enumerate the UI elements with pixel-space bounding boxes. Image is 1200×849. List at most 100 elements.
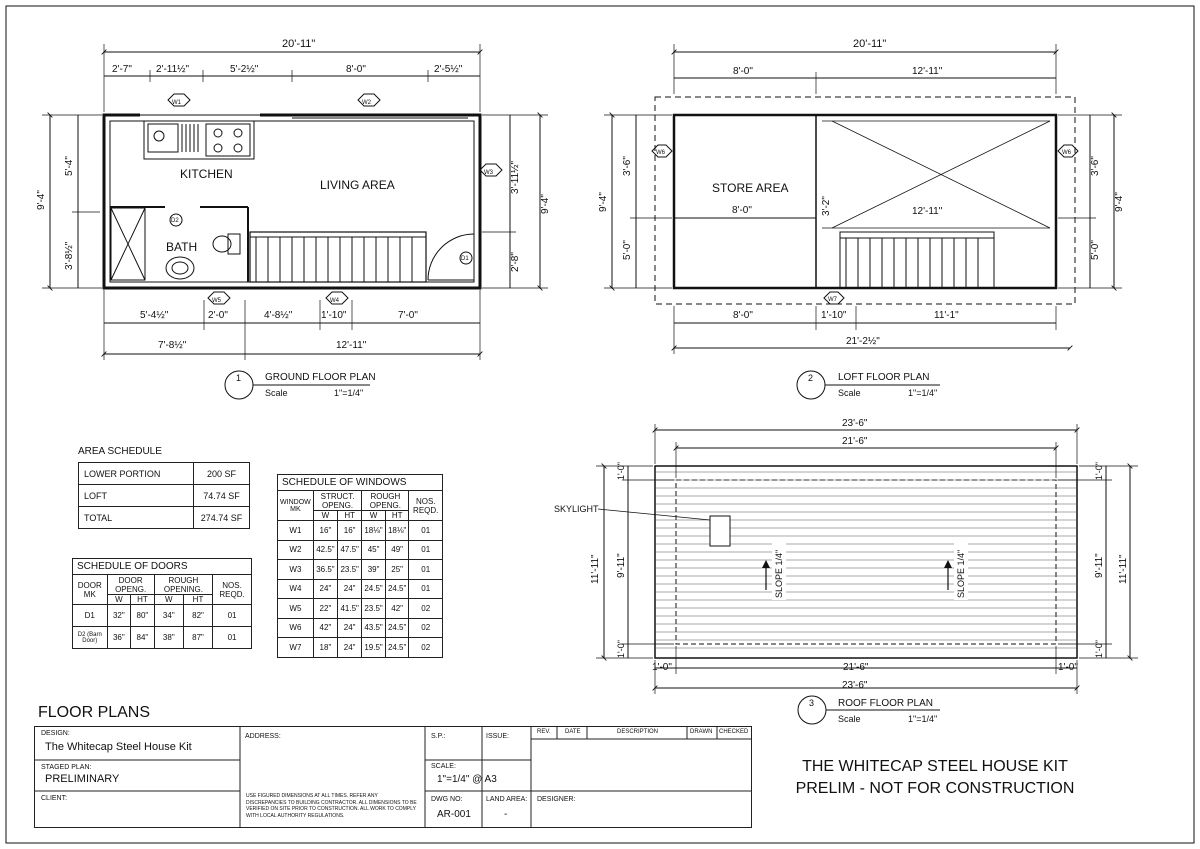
window-cell-ht: 24" (337, 617, 363, 638)
window-cell-rw: 43.5" (361, 617, 386, 638)
door-header-door: DOOR OPENG. (106, 574, 155, 595)
dim-ground-bot-6: 7'-8½" (158, 340, 187, 351)
rev-header: REV. (537, 729, 551, 735)
kitchen-counter (143, 120, 255, 160)
dim-roof-bot-4: 23'-6" (842, 680, 868, 691)
staged-label: STAGED PLAN: (41, 764, 92, 771)
window-cell-w: 18" (312, 637, 339, 658)
window-cell-ht: 41.5" (337, 598, 363, 619)
dim-loft-top-2: 12'-11" (912, 66, 943, 77)
dim-ground-top-4: 8'-0" (346, 64, 366, 75)
project-banner: THE WHITECAP STEEL HOUSE KIT PRELIM - NO… (780, 756, 1090, 800)
skylight (709, 515, 731, 547)
window-cell-mk: W1 (277, 520, 314, 541)
view-number-2: 2 (808, 373, 813, 383)
dim-roof-left-3: 1'-0" (616, 462, 626, 480)
dim-roof-left-4: 1'-0" (616, 640, 626, 658)
area-value: 200 SF (193, 462, 250, 485)
window-cell-nos: 02 (408, 617, 443, 638)
design-value: The Whitecap Steel House Kit (45, 741, 192, 753)
dim-ground-overall: 20'-11" (282, 38, 315, 50)
window-cell-w: 16" (312, 520, 339, 541)
area-label: LOWER PORTION (78, 462, 194, 485)
dim-roof-left-1: 11'-11" (590, 554, 601, 584)
roof-wall-line (675, 479, 1057, 645)
col-w: W (153, 594, 184, 605)
door-header-mark: DOOR MK (72, 574, 108, 605)
skylight-label: SKYLIGHT (554, 504, 599, 514)
ground-floor-plan: W1 W2 W3 W5 W4 D2 D1 KITCHEN LIVING AREA… (36, 38, 551, 400)
dim-ground-right-2: 2'-8" (510, 252, 521, 272)
tag-d2: D2 (171, 218, 179, 224)
dim-ground-top-3: 5'-2½" (230, 64, 259, 75)
window-cell-rw: 45" (361, 539, 386, 560)
table-row: D2 (Barn Door)36"84" 38"87"01 (72, 626, 252, 649)
basin-icon (165, 256, 195, 280)
col-w: W (361, 510, 386, 521)
dim-loft-inner-3: 3'-2" (821, 196, 832, 216)
dwg-value: AR-001 (437, 809, 471, 820)
dim-roof-right-3: 1'-0" (1094, 462, 1104, 480)
window-header-struct: STRUCT. OPENG. (312, 490, 363, 511)
door-ht: 80" (130, 604, 155, 627)
dim-loft-bot-1: 8'-0" (733, 310, 753, 321)
drawn-header: DRAWN (690, 729, 713, 735)
roof-sheeting-lines (656, 471, 1076, 649)
dim-ground-bot-1: 5'-4½" (140, 310, 169, 321)
land-area-label: LAND AREA: (486, 796, 528, 803)
date-header: DATE (565, 729, 581, 735)
dim-roof-bot-1: 1'-0" (652, 662, 672, 673)
window-cell-rw: 23.5" (361, 598, 386, 619)
issue-label: ISSUE: (486, 733, 509, 740)
window-cell-rht: 18⅛" (384, 520, 410, 541)
window-cell-rht: 42" (384, 598, 410, 619)
area-value: 74.74 SF (193, 484, 250, 507)
tag-w3: W3 (484, 170, 494, 176)
sheet-border (5, 5, 1195, 844)
window-cell-ht: 23.5" (337, 559, 363, 580)
designer-label: DESIGNER: (537, 796, 576, 803)
col-ht: HT (384, 510, 410, 521)
ground-window-tags (167, 93, 503, 305)
land-area-value: - (504, 809, 508, 820)
dim-roof-bot-2: 21'-6" (843, 662, 869, 673)
legal-note: USE FIGURED DIMENSIONS AT ALL TIMES. REF… (246, 793, 417, 819)
loft-plan-scale-label: Scale (838, 388, 861, 398)
drainboard-icon (181, 124, 199, 152)
door-schedule: SCHEDULE OF DOORS DOOR MK DOOR OPENG. RO… (72, 558, 252, 649)
window-cell-nos: 01 (408, 539, 443, 560)
tag-w2: W2 (362, 100, 372, 106)
window-cell-w: 36.5" (312, 559, 339, 580)
sp-label: S.P.: (431, 733, 446, 740)
window-cell-mk: W3 (277, 559, 314, 580)
dim-ground-bot-3: 4'-8½" (264, 310, 293, 321)
area-label: LOFT (78, 484, 194, 507)
checked-header: CHECKED (719, 729, 749, 735)
col-ht: HT (337, 510, 363, 521)
view-number-3: 3 (809, 698, 814, 708)
tag-w4: W4 (330, 298, 340, 304)
roof-floor-plan: SKYLIGHT SLOPE 1/4" SLOPE 1/4" 23'-6" 21… (554, 418, 1138, 725)
dim-roof-top-1: 23'-6" (842, 418, 868, 429)
dim-roof-bot-3: 1'-0" (1058, 662, 1078, 673)
window-cell-nos: 01 (408, 520, 443, 541)
door-nos: 01 (212, 626, 252, 649)
window-cell-w: 24" (312, 578, 339, 599)
slope-arrow-right (944, 560, 952, 590)
dim-loft-inner-1: 8'-0" (732, 205, 752, 216)
area-value: 274.74 SF (193, 506, 250, 529)
description-header: DESCRIPTION (617, 729, 659, 735)
window-cell-w: 42.5" (312, 539, 339, 560)
window-cell-ht: 16" (337, 520, 363, 541)
window-cell-rw: 18⅛" (361, 520, 386, 541)
roof-plan-scale-label: Scale (838, 714, 861, 724)
window-cell-ht: 24" (337, 578, 363, 599)
window-cell-ht: 24" (337, 637, 363, 658)
scale-label: SCALE: (431, 763, 456, 770)
